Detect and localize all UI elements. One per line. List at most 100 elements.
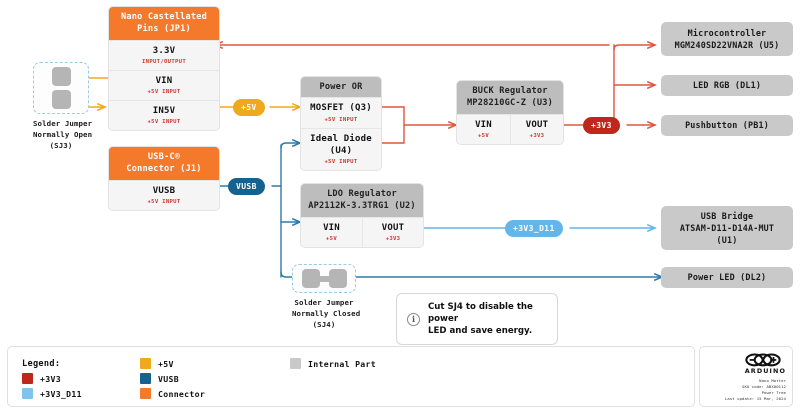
- brand-meta: Nano Matter SKU code: ABX00112 Power Tre…: [725, 378, 786, 402]
- legend-item-3v3-d11: +3V3_D11: [22, 388, 140, 399]
- power-or-row-ideal-diode-name-line2: (U4): [329, 145, 353, 156]
- buck-header-line1: BUCK Regulator: [472, 86, 548, 96]
- solder-jumper-sj4: Solder Jumper Normally Closed (SJ4): [292, 264, 361, 330]
- mcu-line1: Microcontroller: [687, 27, 767, 38]
- ldo-pin-vout-sub: +3V3: [385, 236, 401, 243]
- sj4-caption-line2: Normally Closed: [292, 309, 361, 319]
- info-icon: i: [407, 312, 420, 326]
- brand-footer: ARDUINO Nano Matter SKU code: ABX00112 P…: [699, 346, 793, 407]
- jp1-header: Nano Castellated Pins (JP1): [109, 7, 219, 40]
- legend-label-internal-part: Internal Part: [308, 358, 376, 369]
- sj4-bridge: [317, 275, 331, 282]
- note-text-line2: LED and save energy.: [428, 326, 533, 337]
- power-or-row-ideal-diode-sub: +5V INPUT: [324, 158, 358, 165]
- power-or-row-ideal-diode: Ideal Diode (U4) +5V INPUT: [301, 127, 381, 170]
- note-cut-sj4: i Cut SJ4 to disable the power LED and s…: [396, 293, 558, 346]
- block-ldo-regulator-u2[interactable]: LDO Regulator AP2112K-3.3TRG1 (U2) VIN +…: [300, 183, 424, 249]
- net-label-5v: +5V: [233, 99, 265, 116]
- solder-jumper-sj3: Solder Jumper Normally Open (SJ3): [33, 62, 93, 151]
- brand-meta-line3: Power Tree: [761, 389, 786, 395]
- brand-meta-line4: Last update: 15 Mar, 2024: [724, 395, 786, 401]
- part-usb-bridge-u1[interactable]: USB Bridge ATSAM-D11-D14A-MUT (U1): [661, 206, 793, 250]
- buck-header-line2: MP28210GC-Z (U3): [467, 98, 553, 109]
- legend: Legend: +5V Internal Part +3V3 VUSB +3V: [7, 346, 695, 407]
- legend-item-internal-part: Internal Part: [290, 358, 680, 369]
- ldo-pin-vin: VIN +5V: [301, 216, 362, 248]
- power-led-line1: Power LED (DL2): [687, 272, 767, 283]
- block-power-or[interactable]: Power OR MOSFET (Q3) +5V INPUT Ideal Dio…: [300, 76, 382, 171]
- brand-meta-line2: SKU code: ABX00112: [742, 383, 786, 389]
- j1-header: USB-C® Connector (J1): [109, 147, 219, 180]
- sj3-pad-1: [51, 67, 71, 86]
- legend-title: Legend:: [22, 358, 61, 369]
- legend-swatch-3v3: [22, 373, 33, 384]
- mcu-line2: MGM240SD22VNA2R (U5): [674, 40, 780, 50]
- arduino-infinity-logo: [745, 353, 781, 367]
- pushbutton-line1: Pushbutton (PB1): [685, 120, 769, 131]
- legend-item-connector: Connector: [140, 388, 290, 399]
- jp1-header-line1: Nano Castellated: [121, 12, 207, 22]
- sj3-caption-line1: Solder Jumper: [33, 119, 93, 128]
- sj3-pads: [33, 62, 89, 114]
- legend-swatch-connector: [140, 388, 151, 399]
- jp1-row-3v3-name: 3.3V: [152, 45, 176, 56]
- part-power-led-dl2[interactable]: Power LED (DL2): [661, 267, 793, 288]
- ldo-header: LDO Regulator AP2112K-3.3TRG1 (U2): [301, 184, 423, 217]
- ldo-pin-vin-sub: +5V: [325, 236, 337, 243]
- legend-swatch-5v: [140, 358, 151, 369]
- block-usb-c-connector-j1[interactable]: USB-C® Connector (J1) VUSB +5V INPUT: [108, 146, 220, 212]
- j1-row-vusb: VUSB +5V INPUT: [109, 179, 219, 211]
- part-microcontroller-u5[interactable]: Microcontroller MGM240SD22VNA2R (U5): [661, 22, 793, 56]
- jp1-header-line2: Pins (JP1): [137, 24, 191, 35]
- power-or-row-mosfet-name: MOSFET (Q3): [310, 103, 372, 114]
- part-pushbutton-pb1[interactable]: Pushbutton (PB1): [661, 115, 793, 136]
- arduino-wordmark: ARDUINO: [744, 366, 786, 375]
- sj4-pads: [292, 264, 356, 293]
- sj4-pad-1: [301, 269, 320, 288]
- ldo-header-line2: AP2112K-3.3TRG1 (U2): [308, 201, 416, 212]
- buck-pin-vout-name: VOUT: [525, 119, 549, 130]
- legend-item-vusb: VUSB: [140, 373, 290, 384]
- note-text-line1: Cut SJ4 to disable the power: [428, 302, 533, 325]
- sj3-caption-line2: Normally Open: [33, 130, 93, 140]
- usb-bridge-line1: USB Bridge: [700, 210, 754, 221]
- legend-swatch-internal-part: [290, 358, 301, 369]
- sj3-caption-line3: (SJ3): [49, 141, 73, 151]
- net-label-3v3-d11: +3V3_D11: [505, 220, 563, 237]
- sj4-caption: Solder Jumper Normally Closed (SJ4): [292, 297, 361, 330]
- j1-header-line2: Connector (J1): [126, 164, 202, 175]
- legend-label-5v: +5V: [158, 358, 174, 369]
- legend-item-5v: +5V: [140, 358, 290, 369]
- ldo-pin-row: VIN +5V VOUT +3V3: [301, 216, 423, 248]
- part-led-rgb-dl1[interactable]: LED RGB (DL1): [661, 75, 793, 96]
- ldo-pin-vin-name: VIN: [323, 222, 340, 233]
- jp1-row-vin-sub: +5V INPUT: [147, 89, 181, 96]
- buck-pin-vin-sub: +5V: [477, 133, 489, 140]
- power-or-header-line1: Power OR: [319, 82, 363, 92]
- block-buck-regulator-u3[interactable]: BUCK Regulator MP28210GC-Z (U3) VIN +5V …: [456, 80, 564, 146]
- brand-meta-line1: Nano Matter: [759, 377, 786, 383]
- block-nano-castellated-pins-jp1[interactable]: Nano Castellated Pins (JP1) 3.3V INPUT/O…: [108, 6, 220, 132]
- legend-label-3v3-d11: +3V3_D11: [40, 388, 82, 399]
- jp1-row-in5v-sub: +5V INPUT: [147, 119, 181, 126]
- buck-pin-vin: VIN +5V: [457, 113, 510, 145]
- buck-pin-row: VIN +5V VOUT +3V3: [457, 113, 563, 145]
- led-rgb-line1: LED RGB (DL1): [692, 80, 762, 91]
- legend-label-3v3: +3V3: [40, 373, 61, 384]
- usb-bridge-line2: ATSAM-D11-D14A-MUT: [679, 222, 775, 233]
- jp1-row-in5v: IN5V +5V INPUT: [109, 100, 219, 131]
- buck-pin-vin-name: VIN: [475, 119, 492, 130]
- legend-label-connector: Connector: [158, 388, 206, 399]
- sj4-caption-line3: (SJ4): [312, 320, 336, 330]
- legend-item-3v3: +3V3: [22, 373, 140, 384]
- power-or-row-mosfet: MOSFET (Q3) +5V INPUT: [301, 97, 381, 128]
- net-label-3v3: +3V3: [583, 117, 620, 134]
- j1-row-vusb-name: VUSB: [152, 185, 176, 196]
- sj3-pad-2: [51, 90, 71, 109]
- legend-label-vusb: VUSB: [158, 373, 179, 384]
- jp1-row-in5v-name: IN5V: [152, 106, 176, 117]
- jp1-row-vin: VIN +5V INPUT: [109, 70, 219, 101]
- jp1-row-3v3-sub: INPUT/OUTPUT: [141, 59, 186, 66]
